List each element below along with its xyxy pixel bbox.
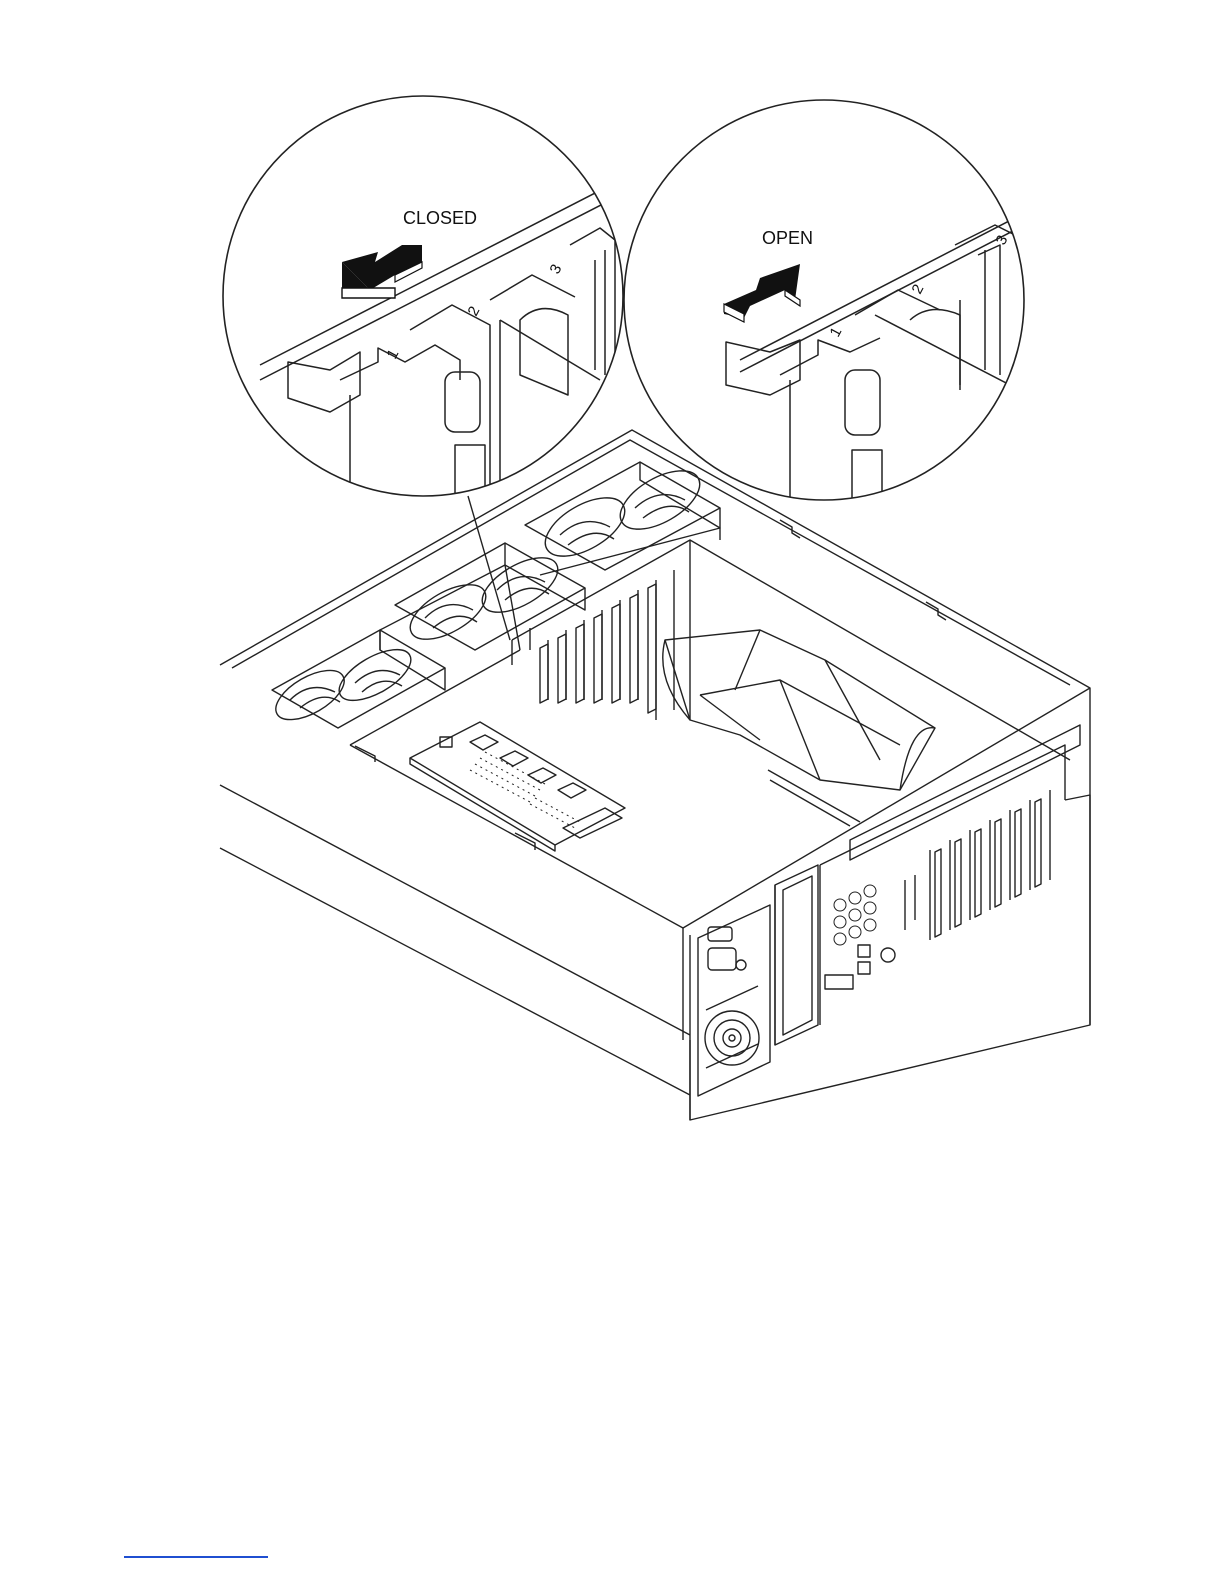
closed-label: CLOSED bbox=[403, 208, 477, 228]
memory-module-board bbox=[410, 722, 625, 851]
rear-drive-bay bbox=[775, 865, 818, 1045]
closed-latch-callout: 1 2 3 CLOSED bbox=[223, 96, 640, 520]
open-latch-callout: 1 2 3 OPEN bbox=[624, 100, 1040, 520]
footer-link-underline[interactable] bbox=[124, 1556, 268, 1558]
server-chassis bbox=[220, 430, 1090, 1120]
closed-callout-leader bbox=[468, 496, 510, 640]
open-label: OPEN bbox=[762, 228, 813, 248]
fan-bay-1 bbox=[268, 630, 445, 730]
power-supply bbox=[698, 905, 770, 1096]
